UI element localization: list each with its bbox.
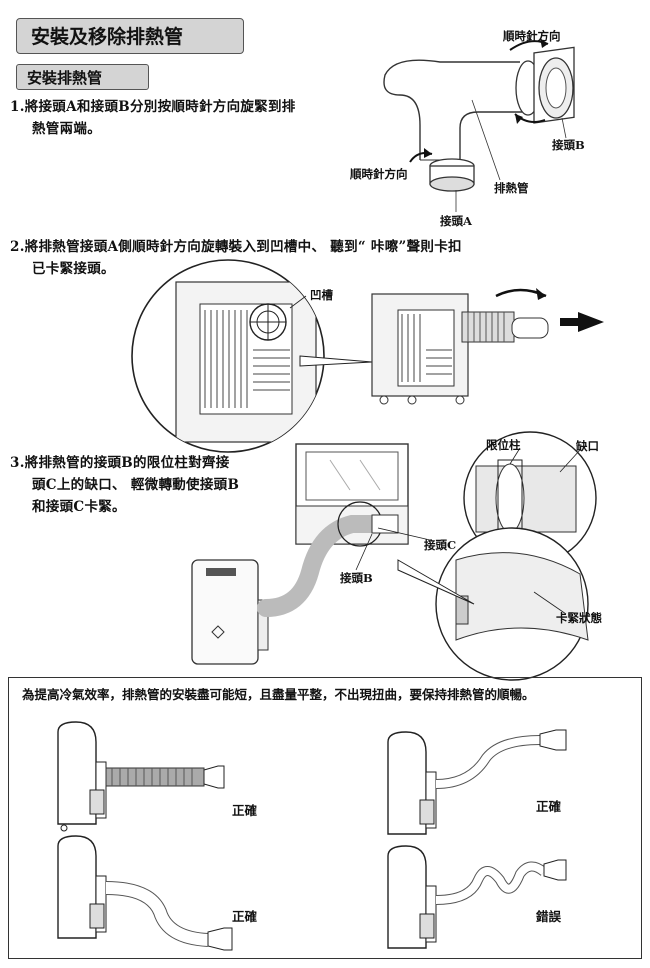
hose-label: 排熱管	[494, 181, 529, 195]
step-1-line-1: 1.將接頭A和接頭B分別按順時針方向旋緊到排	[10, 99, 296, 115]
step-1-line-2: 熱管兩端。	[32, 121, 101, 137]
example-verdict-1: 正確	[232, 803, 258, 818]
connector-c-label: 接頭C	[424, 538, 457, 552]
step-2-line-2: 已卡緊接頭。	[32, 261, 115, 277]
tips-text: 為提高冷氣效率，排熱管的安裝盡可能短，且盡量平整，不出現扭曲，要保持排熱管的順暢…	[22, 687, 535, 702]
step-2-text: 2.將排熱管接頭A側順時針方向旋轉裝入到凹槽中、 聽到“ 咔嚓”聲則卡扣 已卡緊…	[10, 236, 462, 280]
connector-b-label: 接頭B	[552, 138, 585, 152]
groove-label: 凹槽	[310, 288, 333, 302]
connector-b-label-fig3: 接頭B	[340, 571, 373, 585]
step-3-text: 3.將排熱管的接頭B的限位柱對齊接 頭C上的缺口、 輕微轉動使接頭B 和接頭C卡…	[10, 452, 239, 518]
step-3-line-1: 3.將排熱管的接頭B的限位柱對齊接	[10, 455, 230, 471]
example-verdict-3: 正確	[232, 909, 258, 924]
example-verdict-2: 正確	[536, 799, 562, 814]
clockwise-top-label: 順時針方向	[503, 29, 561, 43]
step-3-line-2: 頭C上的缺口、 輕微轉動使接頭B	[32, 477, 240, 493]
notch-label: 缺口	[576, 439, 599, 453]
stop-post-label: 限位柱	[486, 438, 521, 452]
page-title: 安裝及移除排熱管	[16, 18, 244, 54]
step-3-line-3: 和接頭C卡緊。	[32, 499, 126, 515]
step-1-text: 1.將接頭A和接頭B分別按順時針方向旋緊到排 熱管兩端。	[10, 96, 296, 140]
connector-a-label: 接頭A	[440, 214, 472, 228]
step-2-line-1: 2.將排熱管接頭A側順時針方向旋轉裝入到凹槽中、 聽到“ 咔嚓”聲則卡扣	[10, 239, 462, 255]
clockwise-left-label: 順時針方向	[350, 167, 408, 181]
locked-state-label: 卡緊狀態	[556, 611, 602, 625]
section-title: 安裝排熱管	[16, 64, 149, 90]
example-verdict-4: 錯誤	[536, 909, 562, 924]
tips-box	[8, 677, 642, 959]
